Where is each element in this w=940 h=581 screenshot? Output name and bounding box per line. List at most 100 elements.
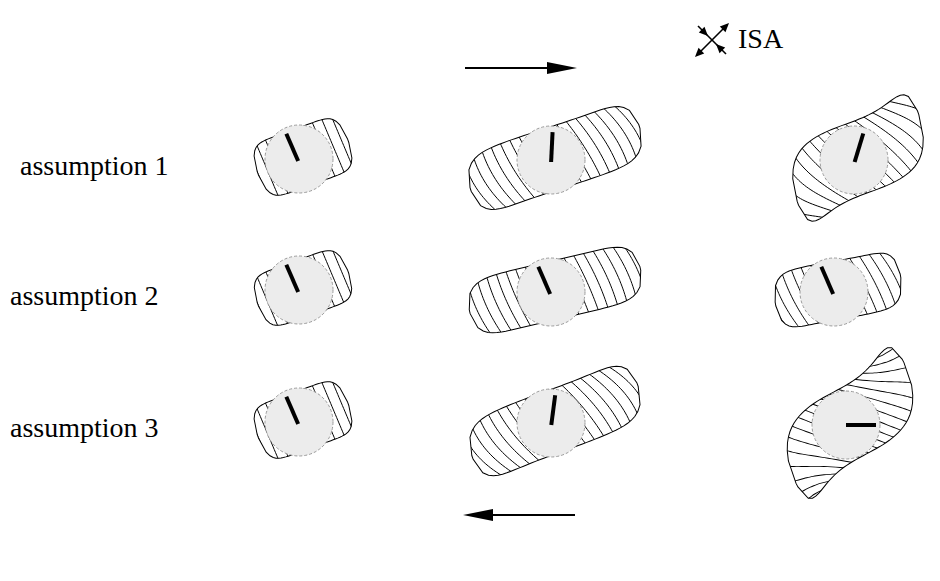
foliation-line [627,88,666,159]
arrow-shaft [465,67,547,69]
shear-sense-arrow [465,62,577,74]
shortening-axis [698,26,726,54]
foliation-line [885,87,940,157]
foliation-line [581,247,609,314]
foliation-line [349,236,374,296]
foliation-line [217,284,242,344]
foliation-line [236,277,261,337]
foliation-line [864,338,940,412]
foliation-line [749,166,811,248]
porphyroblast [217,101,384,215]
foliation-line [761,270,792,337]
porphyroblast [704,308,940,541]
foliation-line [433,159,472,231]
internal-trail [286,397,298,424]
foliation-line [905,238,936,306]
porphyroblast [421,81,690,234]
foliation-line [612,351,658,422]
foliation-line [900,71,940,150]
crystal [265,125,333,193]
foliation-line [906,61,940,147]
pressure-shadow [725,61,940,256]
foliation-line [217,415,243,478]
foliation-line [586,363,632,434]
crystal [812,391,880,459]
arrow-head [699,27,708,36]
foliation-line [330,111,356,174]
foliation-line [881,308,940,399]
porphyroblast [426,229,677,352]
pressure-shadow [704,308,940,541]
crystal [265,388,333,456]
foliation-line [638,232,666,299]
shadow-outline [770,250,906,330]
foliation-line [752,271,783,339]
foliation-line [358,101,384,164]
pressure-shadow [217,364,384,478]
internal-trail [551,395,555,425]
foliation-line [582,107,620,177]
pressure-shadow [217,101,384,215]
foliation-line [621,346,668,418]
internal-trail [551,132,552,162]
porphyroblast [217,233,382,345]
inclusion-trails [217,101,384,215]
inclusion-trails [426,229,677,352]
crystal [800,258,868,326]
shear-sense-arrow [463,509,575,521]
foliation-line [358,364,384,427]
shadow-outline [248,245,357,330]
foliation-line [876,245,907,312]
internal-trail [286,134,298,161]
porphyroblast [731,238,937,343]
foliation-line [437,282,466,349]
foliation-line [648,229,677,297]
shadow-outline [775,92,940,225]
porphyroblast [217,364,384,478]
shadow-outline [248,113,358,200]
foliation-line [630,341,678,415]
foliation-line [759,163,818,239]
foliation-line [217,152,243,215]
crystal [517,389,585,457]
internal-trail [846,423,876,427]
arrow-head [716,44,725,53]
internal-trail [821,267,833,294]
foliation-line [481,142,518,212]
foliation-line [422,430,470,504]
foliation-line [423,162,463,234]
arrow-shaft [493,514,575,516]
porphyroblast [418,337,692,503]
foliation-line [629,234,657,301]
row-label: assumption 2 [10,281,159,312]
foliation-line [236,145,262,208]
foliation-line [236,408,262,471]
inclusion-trails [421,81,690,234]
foliation-line [227,281,252,341]
foliation-line [467,275,495,342]
foliation-line [639,337,688,411]
isa-symbol [695,23,729,57]
inclusion-trails [731,238,937,343]
foliation-line [591,103,629,173]
pressure-shadow [217,233,382,345]
foliation-line [619,237,647,304]
arrow-head [463,509,493,521]
foliation-line [591,245,619,312]
foliation-line [604,355,650,425]
shadow-outline [459,360,650,482]
pressure-shadow [418,337,692,503]
inclusion-trails [704,308,940,541]
porphyroblast [725,61,940,256]
row-label: assumption 1 [20,151,169,182]
foliation-line [427,284,456,352]
foliation-line [226,149,252,212]
axis-label: ISA [738,24,783,55]
foliation-line [432,427,480,501]
foliation-line [443,156,482,227]
internal-trail [538,267,550,294]
crystal [265,256,333,324]
crystal [517,258,585,326]
foliation-line [875,318,940,403]
